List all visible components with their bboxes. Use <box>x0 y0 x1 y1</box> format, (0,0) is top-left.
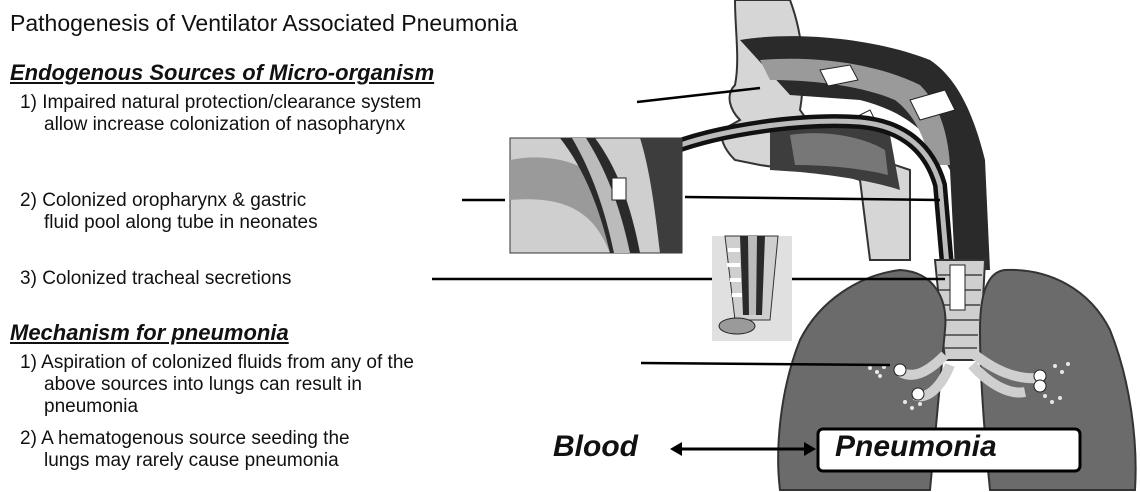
endogenous-item-2: 2) Colonized oropharynx & gastric fluid … <box>20 190 318 234</box>
item-line: lungs may rarely cause pneumonia <box>20 450 339 471</box>
item-line: fluid pool along tube in neonates <box>20 212 318 233</box>
item-number: 2) <box>20 428 37 449</box>
item-line: Aspiration of colonized fluids from any … <box>41 352 414 373</box>
item-line: Colonized tracheal secretions <box>42 268 291 289</box>
item-line: above sources into lungs can result in <box>20 374 362 395</box>
mechanism-heading: Mechanism for pneumonia <box>10 320 289 346</box>
blood-label: Blood <box>553 430 638 464</box>
oropharynx-inset <box>510 138 682 253</box>
item-line: Impaired natural protection/clearance sy… <box>42 92 421 113</box>
item-line: A hematogenous source seeding the <box>41 428 349 449</box>
item-number: 3) <box>20 268 37 289</box>
item-line: Colonized oropharynx & gastric <box>42 190 306 211</box>
endogenous-item-1: 1) Impaired natural protection/clearance… <box>20 92 421 136</box>
item-number: 2) <box>20 190 37 211</box>
item-line: pneumonia <box>20 396 138 417</box>
endogenous-item-3: 3) Colonized tracheal secretions <box>20 268 291 290</box>
endogenous-heading: Endogenous Sources of Micro-organism <box>10 60 434 86</box>
item-line: allow increase colonization of nasophary… <box>20 114 405 135</box>
trachea-tube-inset <box>712 236 792 341</box>
item-number: 1) <box>20 352 37 373</box>
diagram-title: Pathogenesis of Ventilator Associated Pn… <box>10 10 518 37</box>
pneumonia-label: Pneumonia <box>835 430 997 464</box>
mechanism-item-2: 2) A hematogenous source seeding the lun… <box>20 428 350 472</box>
item-number: 1) <box>20 92 37 113</box>
mechanism-item-1: 1) Aspiration of colonized fluids from a… <box>20 352 414 418</box>
